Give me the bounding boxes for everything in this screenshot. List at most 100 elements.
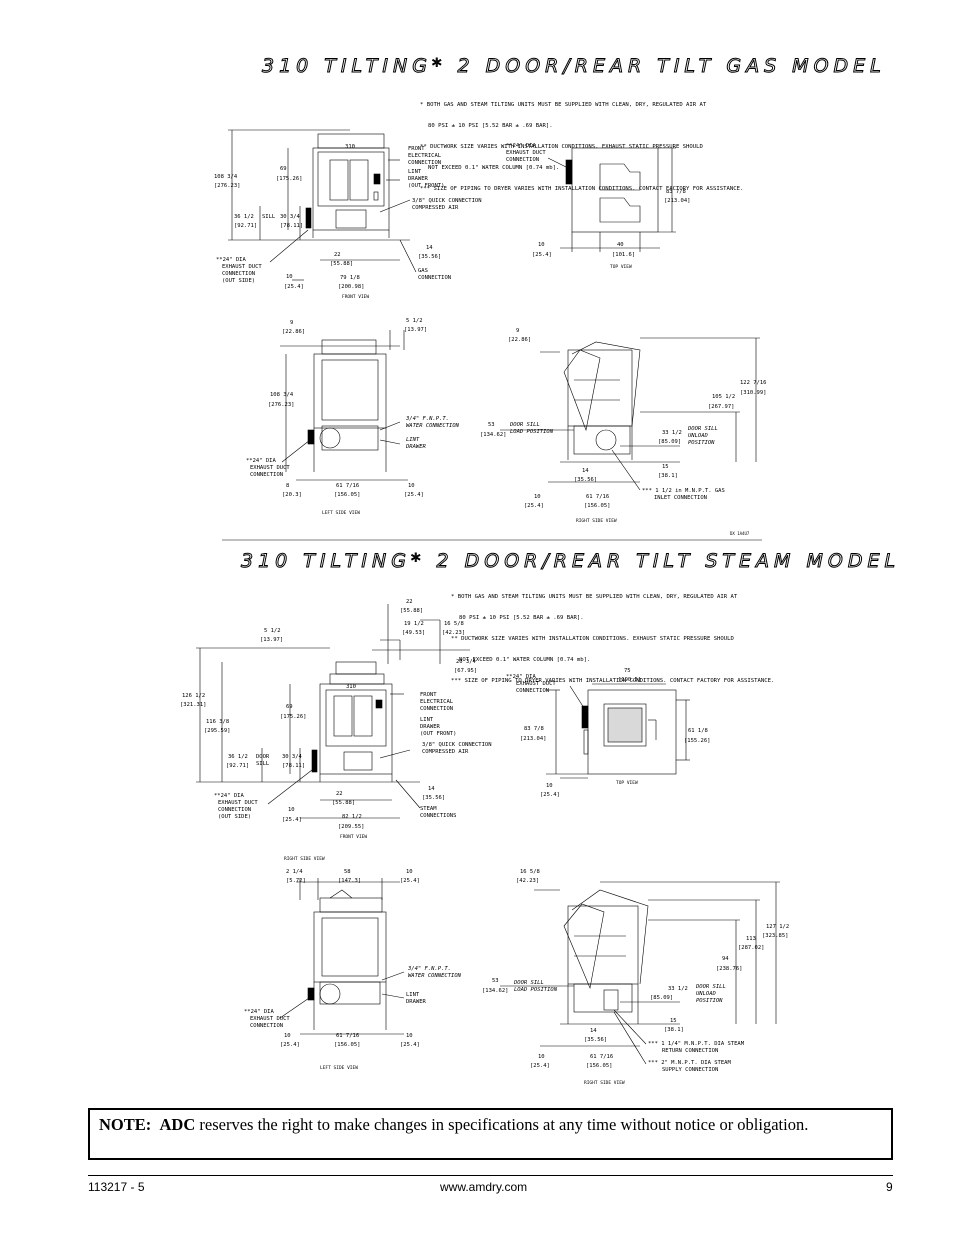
- steam-left-dim-10c: 10: [406, 1033, 413, 1039]
- steam-front-callout-9: STEAM: [420, 806, 437, 812]
- gas-right-dim-9: 9: [516, 328, 519, 334]
- steam-left-exhaust-3: CONNECTION: [250, 1023, 283, 1029]
- gas-right-dim-61-mm: [156.05]: [584, 503, 611, 509]
- gas-right-dim-61: 61 7/16: [586, 494, 609, 500]
- gas-front-dim-36-mm: [92.71]: [234, 223, 257, 229]
- gas-front-dim-69: 69: [280, 166, 287, 172]
- steam-note-5: *** SIZE OF PIPING TO DRYER VARIES WITH …: [451, 678, 775, 684]
- gas-top-caption: TOP VIEW: [610, 264, 632, 270]
- gas-front-dim-height-mm: [276.23]: [214, 183, 241, 189]
- gas-front-sill: SILL: [262, 214, 276, 220]
- gas-left-callout-2: WATER CONNECTION: [406, 423, 460, 429]
- steam-top-exhaust-3: CONNECTION: [516, 688, 549, 694]
- steam-top-exhaust-1: **24" DIA: [506, 674, 536, 680]
- gas-right-dim-10: 10: [534, 494, 541, 500]
- gas-front-callout-3: CONNECTION: [408, 160, 441, 166]
- gas-top-exhaust-2: EXHAUST DUCT: [506, 150, 546, 156]
- gas-right-dim-9-mm: [22.86]: [508, 337, 531, 343]
- gas-installation-notes: * BOTH GAS AND STEAM TILTING UNITS MUST …: [420, 88, 743, 200]
- gas-right-dim-14-mm: [35.56]: [574, 477, 597, 483]
- steam-front-view: 22 [55.88] 5 1/2 [13.97] 19 1/2 [49.53] …: [180, 599, 492, 840]
- steam-front-callout-5: DRAWER: [420, 724, 441, 730]
- steam-left-callout-1: 3/4" F.N.P.T.: [407, 966, 451, 972]
- steam-installation-notes: * BOTH GAS AND STEAM TILTING UNITS MUST …: [451, 580, 774, 692]
- steam-right-callout-6: *** 1 1/4" M.N.P.T. DIA STEAM: [648, 1041, 745, 1047]
- gas-model-title: 310 TILTING* 2 DOOR/REAR TILT GAS MODEL: [262, 55, 886, 78]
- gas-right-dim-15-mm: [38.1]: [658, 473, 678, 479]
- gas-top-dim-83-mm: [213.04]: [664, 198, 691, 204]
- steam-left-dim-10a-mm: [25.4]: [400, 878, 420, 884]
- gas-drawing-number: DX 1A4U7: [730, 531, 750, 536]
- gas-front-callout-7: 3/8" QUICK CONNECTION: [412, 198, 482, 204]
- steam-top-dim-10-mm: [25.4]: [540, 792, 560, 798]
- steam-left-exhaust-2: EXHAUST DUCT: [250, 1016, 290, 1022]
- gas-left-caption: LEFT SIDE VIEW: [322, 510, 360, 516]
- gas-note-1: * BOTH GAS AND STEAM TILTING UNITS MUST …: [420, 102, 707, 108]
- gas-left-side-view: 9 [22.86] 5 1/2 [13.97] 108 3/4 [276.23]…: [246, 318, 460, 516]
- steam-top-caption: TOP VIEW: [616, 780, 638, 786]
- gas-left-callout-3: LINT: [406, 437, 420, 443]
- gas-front-dim-22-mm: [55.88]: [330, 261, 353, 267]
- steam-left-dim-61-mm: [156.05]: [334, 1042, 361, 1048]
- steam-top-exhaust-2: EXHAUST DUCT: [516, 681, 556, 687]
- gas-front-callout-6: (OUT FRONT): [408, 183, 444, 189]
- steam-front-exhaust-3: CONNECTION: [218, 807, 251, 813]
- footer-website: www.amdry.com: [440, 1180, 528, 1194]
- steam-front-sill: SILL: [256, 761, 270, 767]
- steam-front-exhaust-1: **24" DIA: [214, 793, 244, 799]
- steam-right-dim-113: 113: [746, 936, 756, 942]
- steam-right-side-view: 16 5/8 [42.23] 127 1/2 [323.85] 113 [287…: [482, 869, 789, 1086]
- steam-right-dim-61-mm: [156.05]: [586, 1063, 613, 1069]
- steam-front-callout-8: COMPRESSED AIR: [422, 749, 469, 755]
- footer-doc-number: 113217 - 5: [88, 1180, 145, 1194]
- steam-front-dim-5-mm: [13.97]: [260, 637, 283, 643]
- steam-front-dim-22b: 22: [336, 791, 343, 797]
- gas-right-dim-105-mm: [267.97]: [708, 404, 735, 410]
- gas-front-dim-79-mm: [200.98]: [338, 284, 365, 290]
- note-box: NOTE: ADC reserves the right to make cha…: [88, 1108, 893, 1160]
- steam-left-dim-2-mm: [5.72]: [286, 878, 306, 884]
- gas-note-3: ** DUCTWORK SIZE VARIES WITH INSTALLATIO…: [420, 144, 703, 150]
- steam-left-dim-10c-mm: [25.4]: [400, 1042, 420, 1048]
- footer-rule: [88, 1175, 893, 1176]
- gas-left-dim-8: 8: [286, 483, 289, 489]
- gas-top-dim-40: 40: [617, 242, 624, 248]
- gas-right-dim-122-mm: [310.99]: [740, 390, 767, 396]
- gas-front-callout-5: DRAWER: [408, 176, 429, 182]
- gas-right-dim-33: 33 1/2: [662, 430, 682, 436]
- gas-front-machine-label: 310: [345, 144, 355, 150]
- steam-top-view: **24" DIA EXHAUST DUCT CONNECTION 75 [19…: [506, 668, 711, 798]
- steam-right-dim-15: 15: [670, 1018, 677, 1024]
- gas-right-callout-2: LOAD POSITION: [510, 429, 554, 435]
- steam-right-dim-113-mm: [287.02]: [738, 945, 765, 951]
- gas-front-dim-14-mm: [35.56]: [418, 254, 441, 260]
- steam-right-callout-9: SUPPLY CONNECTION: [662, 1067, 718, 1073]
- gas-front-dim-10: 10: [286, 274, 293, 280]
- gas-right-dim-53-mm: [134.62]: [480, 432, 507, 438]
- steam-front-dim-14-mm: [35.56]: [422, 795, 445, 801]
- steam-top-dim-61-mm: [155.26]: [684, 738, 711, 744]
- steam-top-dim-83-mm: [213.04]: [520, 736, 547, 742]
- steam-top-dim-75: 75: [624, 668, 631, 674]
- steam-note-2: 80 PSI ± 10 PSI [5.52 BAR ± .69 BAR].: [459, 615, 584, 621]
- steam-note-3: ** DUCTWORK SIZE VARIES WITH INSTALLATIO…: [451, 636, 734, 642]
- steam-right-dim-14: 14: [590, 1028, 597, 1034]
- gas-note-4: NOT EXCEED 0.1" WATER COLUMN [0.74 mb].: [428, 165, 560, 171]
- gas-left-dim-5: 5 1/2: [406, 318, 423, 324]
- steam-right-caption: RIGHT SIDE VIEW: [584, 1080, 625, 1086]
- gas-top-exhaust-3: CONNECTION: [506, 157, 539, 163]
- gas-right-callout-4: UNLOAD: [688, 433, 709, 439]
- steam-left-callout-2: WATER CONNECTION: [408, 973, 462, 979]
- steam-front-dim-14: 14: [428, 786, 435, 792]
- steam-left-dim-10b-mm: [25.4]: [280, 1042, 300, 1048]
- gas-left-dim-61: 61 7/16: [336, 483, 359, 489]
- gas-top-view: **24" DIA EXHAUST DUCT CONNECTION 83 7/8…: [506, 143, 691, 270]
- steam-right-callout-1: DOOR SILL: [513, 980, 544, 986]
- steam-front-exhaust-2: EXHAUST DUCT: [218, 800, 258, 806]
- steam-front-door: DOOR: [256, 754, 270, 760]
- gas-right-caption: RIGHT SIDE VIEW: [576, 518, 617, 524]
- steam-front-dim-126: 126 1/2: [182, 693, 205, 699]
- steam-top-dim-10: 10: [546, 783, 553, 789]
- gas-front-caption: FRONT VIEW: [342, 294, 369, 300]
